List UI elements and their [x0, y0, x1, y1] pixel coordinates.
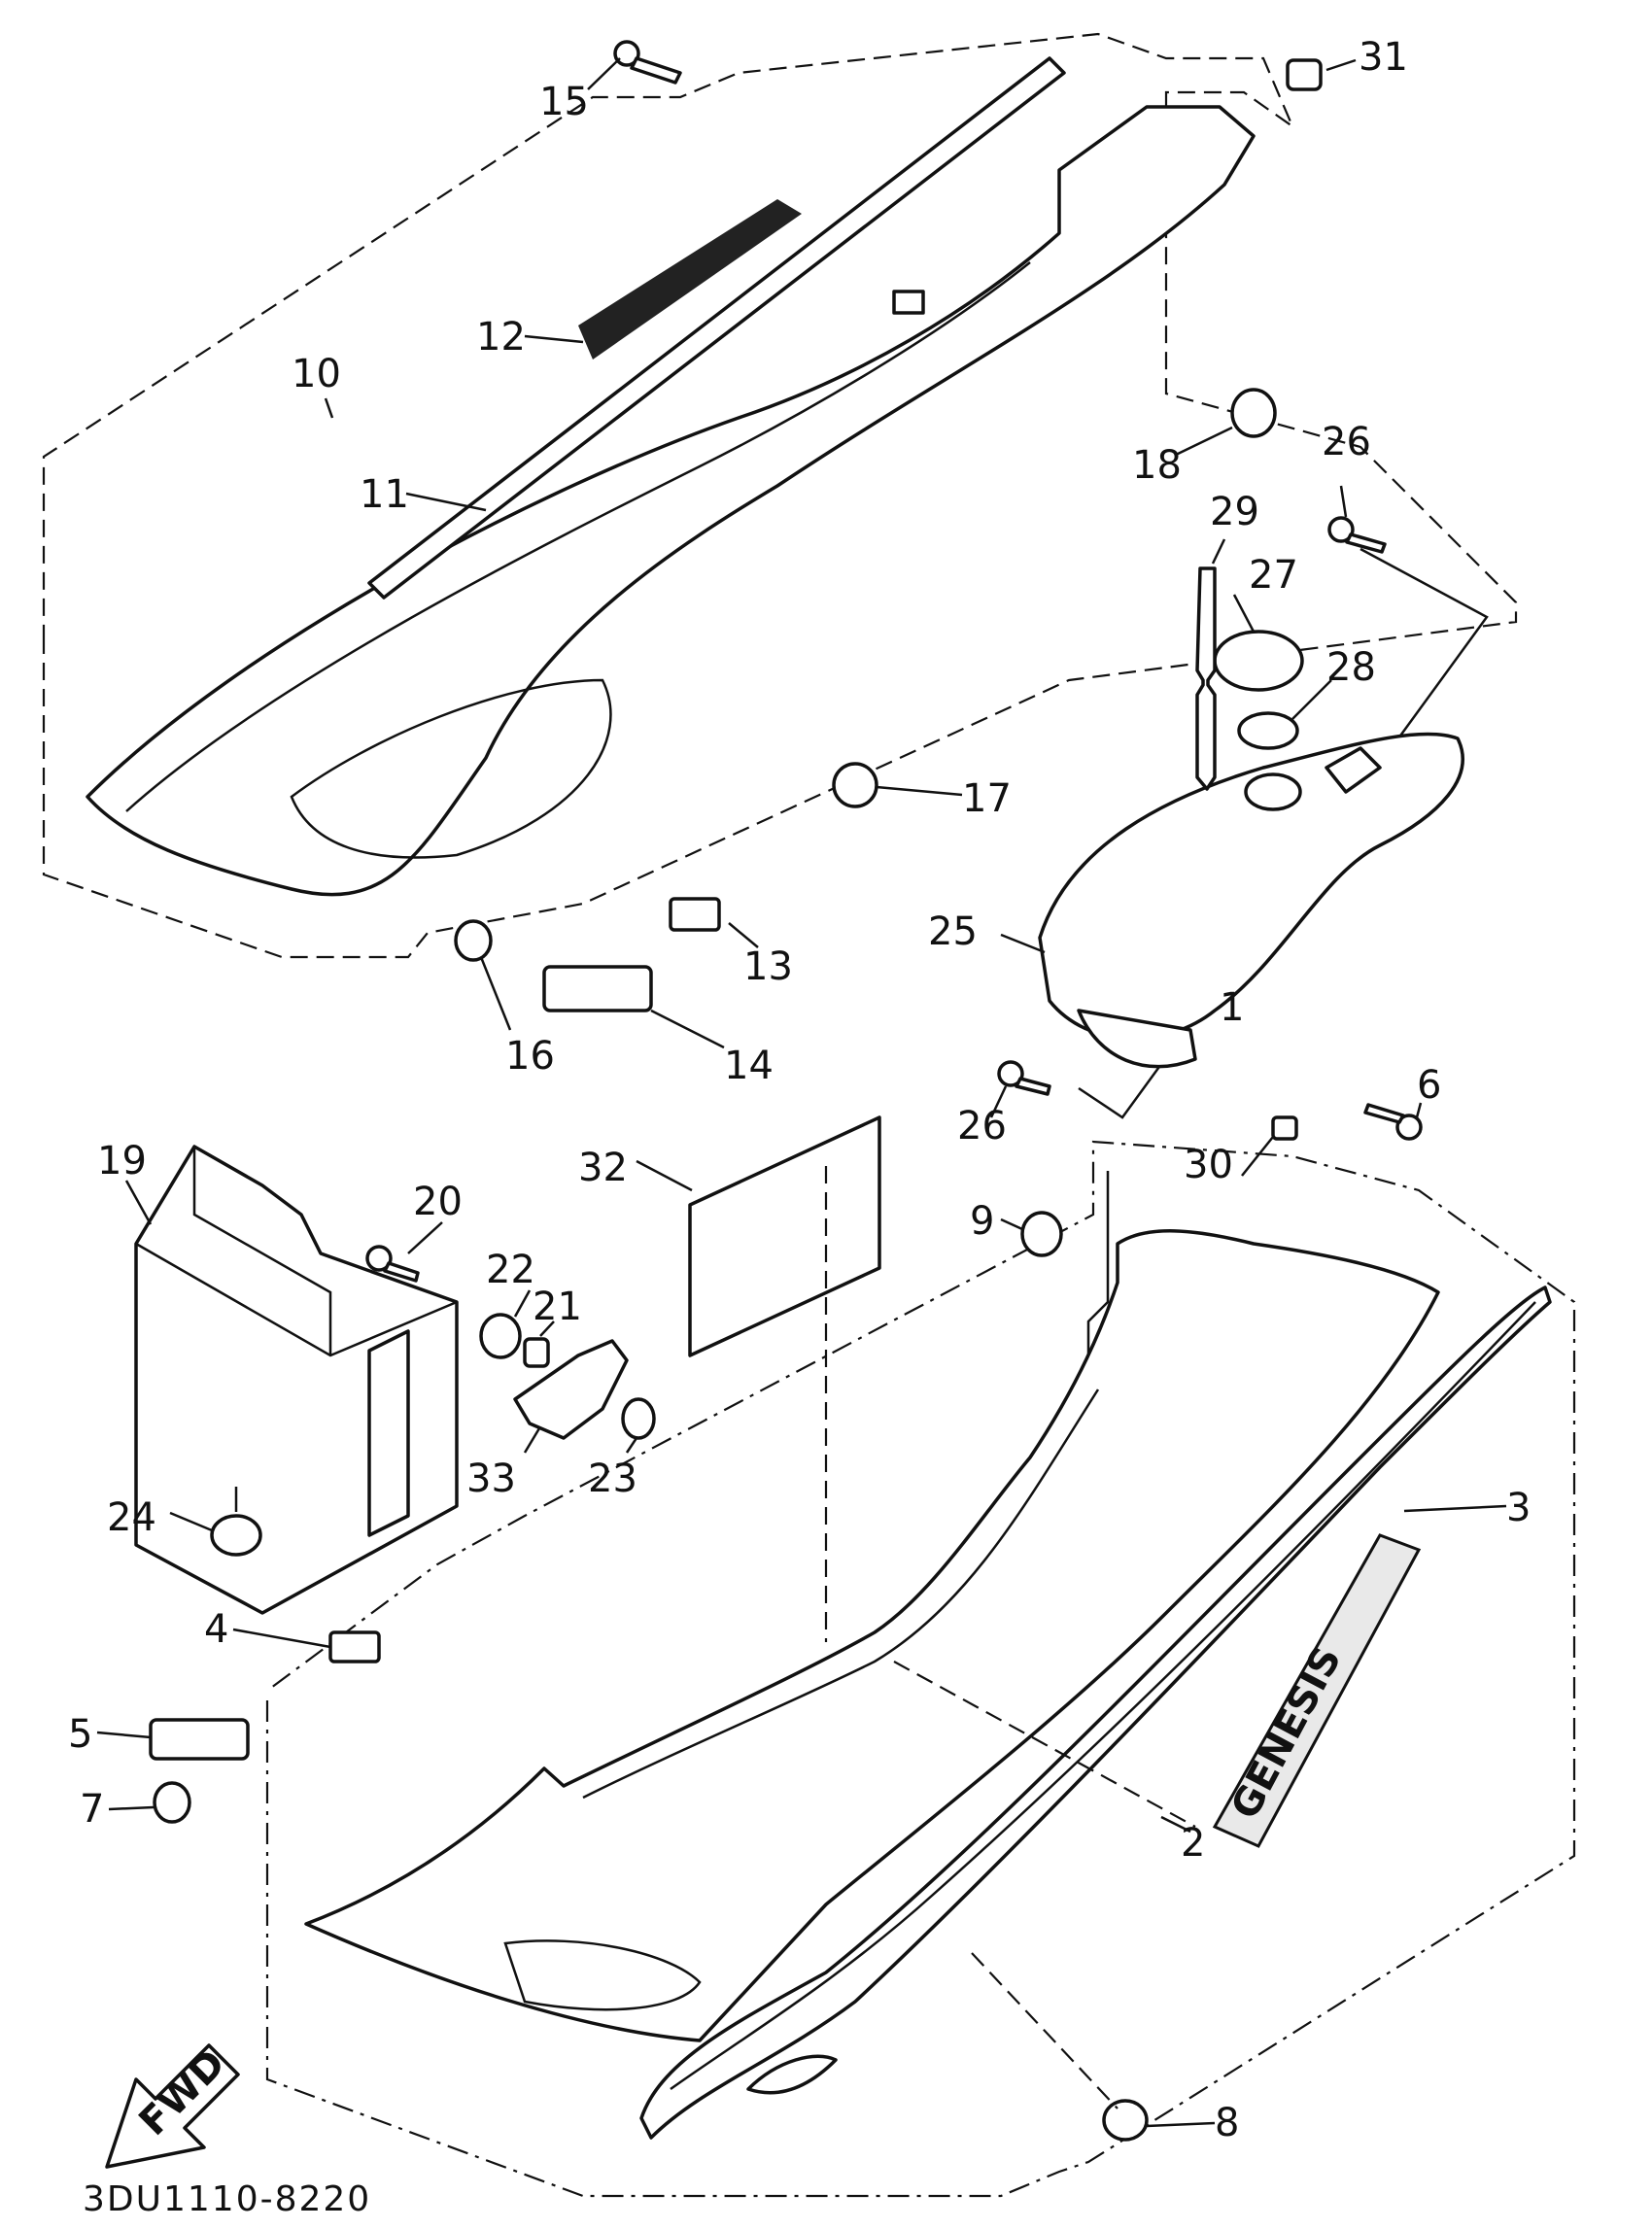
callout-32: 32 — [578, 1146, 628, 1190]
pad-4 — [328, 1630, 381, 1663]
oil-tank-neck — [1325, 746, 1382, 794]
callout-17: 17 — [962, 776, 1012, 821]
callout-3: 3 — [1506, 1486, 1531, 1530]
pad-13 — [669, 897, 721, 932]
oil-tank-cap-seat — [1244, 772, 1302, 811]
callout-21: 21 — [533, 1285, 582, 1329]
damper-8 — [1102, 2099, 1149, 2142]
genesis-emblem — [1212, 1533, 1422, 1848]
bolt-26-bottom — [997, 1060, 1051, 1096]
bolt-26-top — [1327, 516, 1387, 554]
clip-30 — [1271, 1115, 1298, 1141]
upper-cover — [86, 105, 1256, 897]
drawing-code: 3DU1110-8220 — [83, 2179, 371, 2219]
callout-14: 14 — [724, 1044, 774, 1088]
damper-17 — [832, 762, 878, 808]
callout-4: 4 — [204, 1607, 228, 1652]
callout-8: 8 — [1215, 2101, 1239, 2145]
damper-7 — [153, 1781, 191, 1824]
damper-23 — [621, 1397, 656, 1440]
callout-5: 5 — [68, 1712, 92, 1757]
callout-18: 18 — [1132, 443, 1182, 488]
side-molding-strip — [670, 1301, 1536, 2091]
lower-side-cover — [304, 1229, 1440, 2042]
callout-11: 11 — [360, 472, 409, 517]
callout-28: 28 — [1326, 645, 1376, 690]
collar-22 — [479, 1313, 522, 1359]
plate-32 — [688, 1115, 881, 1357]
callout-22: 22 — [486, 1248, 535, 1292]
callout-25: 25 — [928, 909, 978, 954]
dipstick-29 — [1195, 566, 1217, 791]
battery-box-bracket — [367, 1329, 410, 1537]
gasket-28 — [1237, 711, 1299, 750]
side-molding-tip — [746, 2054, 838, 2095]
collar-21 — [523, 1337, 550, 1368]
callout-16: 16 — [505, 1034, 555, 1079]
callout-6: 6 — [1417, 1063, 1441, 1108]
callout-20: 20 — [413, 1180, 463, 1224]
damper-16 — [454, 919, 493, 962]
callout-13: 13 — [743, 944, 793, 989]
emblem-strip — [578, 199, 802, 360]
callout-7: 7 — [80, 1787, 104, 1832]
pad-5 — [149, 1718, 250, 1761]
callout-33: 33 — [466, 1457, 516, 1501]
lower-cover-edge — [582, 1389, 1100, 1800]
pad-14 — [542, 965, 653, 1012]
callout-29: 29 — [1210, 490, 1259, 534]
callout-1: 1 — [1220, 985, 1244, 1030]
lower-assembly-boundary — [265, 1140, 1576, 2198]
upper-cover-ridge — [125, 261, 1031, 812]
callout-27: 27 — [1249, 553, 1298, 598]
tank-cap-27 — [1213, 630, 1304, 692]
genesis-emblem-text: GENESIS — [1222, 1639, 1350, 1826]
callout-19: 19 — [97, 1139, 147, 1183]
callout-15: 15 — [539, 80, 589, 124]
upper-rail — [367, 56, 1066, 600]
callout-26-bottom: 26 — [957, 1104, 1007, 1149]
callout-9: 9 — [970, 1199, 994, 1244]
upper-cover-tab — [892, 290, 925, 315]
upper-cover-pocket — [290, 678, 612, 859]
callout-10: 10 — [292, 352, 341, 396]
callout-24: 24 — [107, 1495, 156, 1540]
bracket-33 — [513, 1339, 629, 1440]
callout-12: 12 — [476, 315, 526, 360]
lower-cover-pocket — [503, 1939, 702, 2011]
bolt-20 — [365, 1245, 420, 1283]
grommet-31 — [1286, 58, 1323, 91]
damper-18 — [1230, 388, 1277, 438]
side-molding — [639, 1286, 1552, 2140]
oil-tank-bottom — [1077, 1009, 1197, 1069]
callout-23: 23 — [588, 1457, 637, 1501]
damper-24 — [210, 1514, 262, 1557]
damper-9 — [1020, 1211, 1063, 1257]
fwd-arrow-icon: FWD — [105, 2041, 240, 2169]
upper-assembly-boundary — [42, 32, 1518, 959]
bolt-15 — [613, 40, 682, 85]
bolt-6 — [1363, 1103, 1423, 1141]
lower-inner-boundary — [1086, 1171, 1110, 1380]
oil-tank — [1038, 732, 1464, 1041]
callout-2: 2 — [1181, 1821, 1205, 1866]
callout-30: 30 — [1184, 1143, 1233, 1187]
callout-26-top: 26 — [1322, 420, 1371, 464]
callout-31: 31 — [1359, 35, 1408, 80]
battery-box-inner — [192, 1147, 332, 1355]
